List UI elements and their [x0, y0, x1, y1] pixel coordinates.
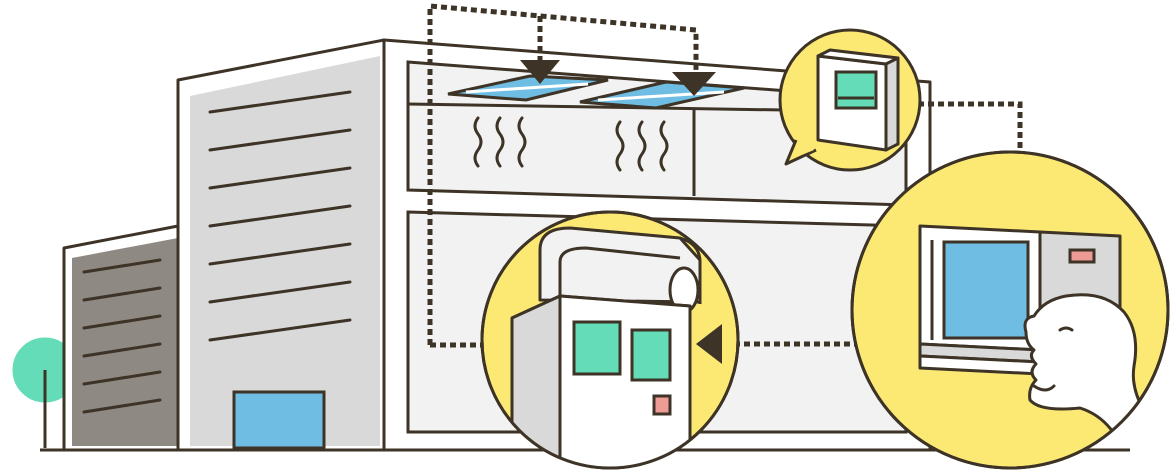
heat-wave-icon [615, 120, 669, 172]
wall-control-panel-icon [816, 48, 900, 152]
ceiling-vent-icon [579, 80, 745, 110]
small-building [62, 224, 180, 452]
tall-building [176, 38, 386, 452]
flow-arrow-icon [520, 60, 560, 84]
flow-arrow-icon [672, 72, 716, 96]
heat-wave-icon [473, 116, 527, 168]
monitoring-station-inset [850, 150, 1170, 470]
duct [538, 226, 702, 314]
control-panel-bubble [778, 28, 922, 172]
air-handling-unit-icon [510, 294, 692, 468]
flow-arrow-icon [696, 324, 722, 364]
entrance-door [232, 390, 326, 450]
air-handling-unit-inset [480, 210, 740, 470]
ceiling-vent-icon [447, 74, 609, 102]
